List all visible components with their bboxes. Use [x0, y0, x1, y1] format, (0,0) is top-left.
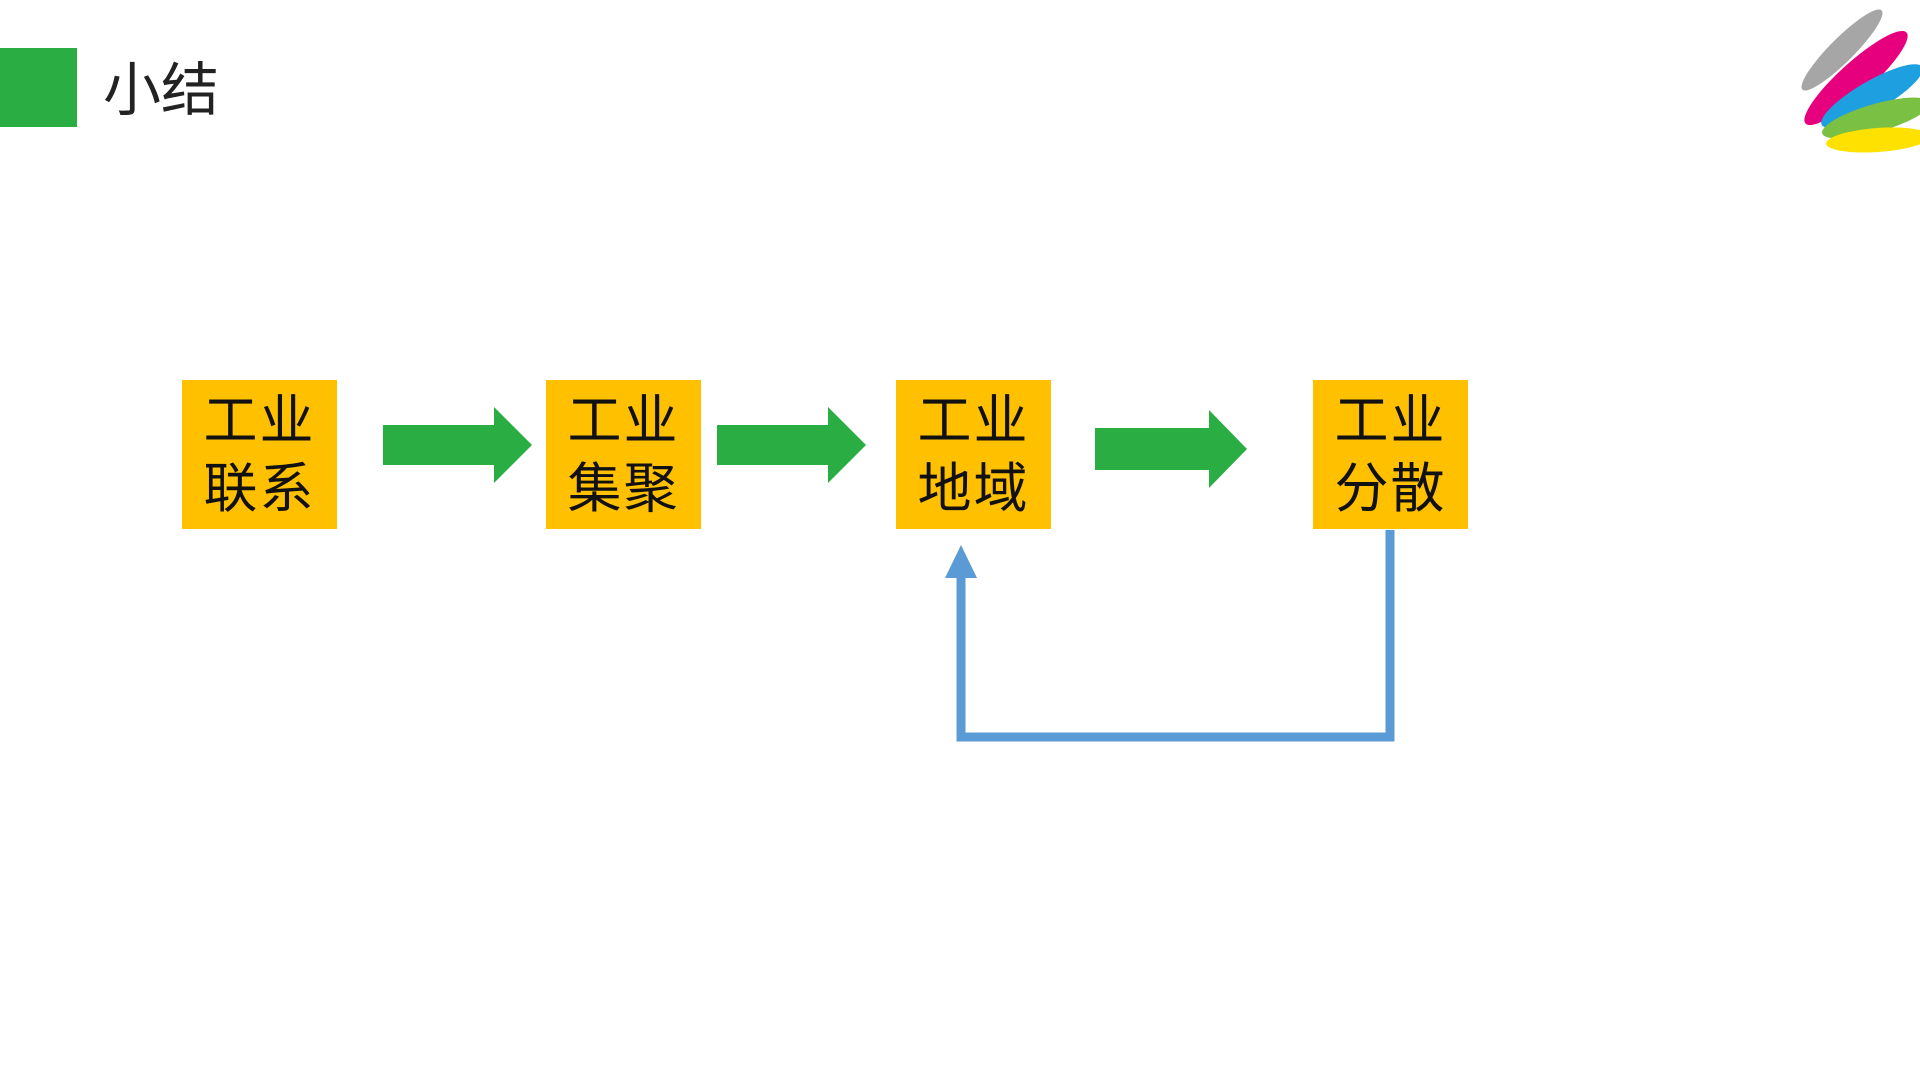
slide-title: 小结	[103, 56, 220, 124]
node-label-line2: 集聚	[567, 456, 680, 520]
node-label-line2: 分散	[1334, 456, 1447, 520]
node-industrial-linkage: 工业 联系	[182, 380, 337, 529]
node-industrial-region: 工业 地域	[896, 380, 1051, 529]
node-label-line2: 地域	[917, 456, 1030, 520]
feedback-arrow-line	[956, 530, 1395, 742]
node-label-line1: 工业	[203, 388, 316, 452]
logo-stripe-yellow	[1826, 127, 1920, 153]
node-industrial-agglomeration: 工业 集聚	[546, 380, 701, 529]
title-accent-block	[0, 48, 77, 127]
node-industrial-dispersion: 工业 分散	[1313, 380, 1468, 529]
flow-arrow-1	[383, 407, 532, 483]
flow-arrow-3	[1095, 410, 1247, 488]
logo-stripe-gray	[1801, 9, 1883, 91]
logo-stripe-green	[1822, 97, 1920, 139]
node-label-line1: 工业	[917, 388, 1030, 452]
feedback-arrow-head	[945, 545, 977, 578]
node-label-line2: 联系	[203, 456, 316, 520]
logo-stripe-blue	[1821, 64, 1920, 128]
brand-logo-icon	[1801, 9, 1920, 153]
flow-arrow-2	[717, 407, 866, 483]
node-label-line1: 工业	[1334, 388, 1447, 452]
node-label-line1: 工业	[567, 388, 680, 452]
logo-stripe-magenta	[1804, 30, 1908, 126]
